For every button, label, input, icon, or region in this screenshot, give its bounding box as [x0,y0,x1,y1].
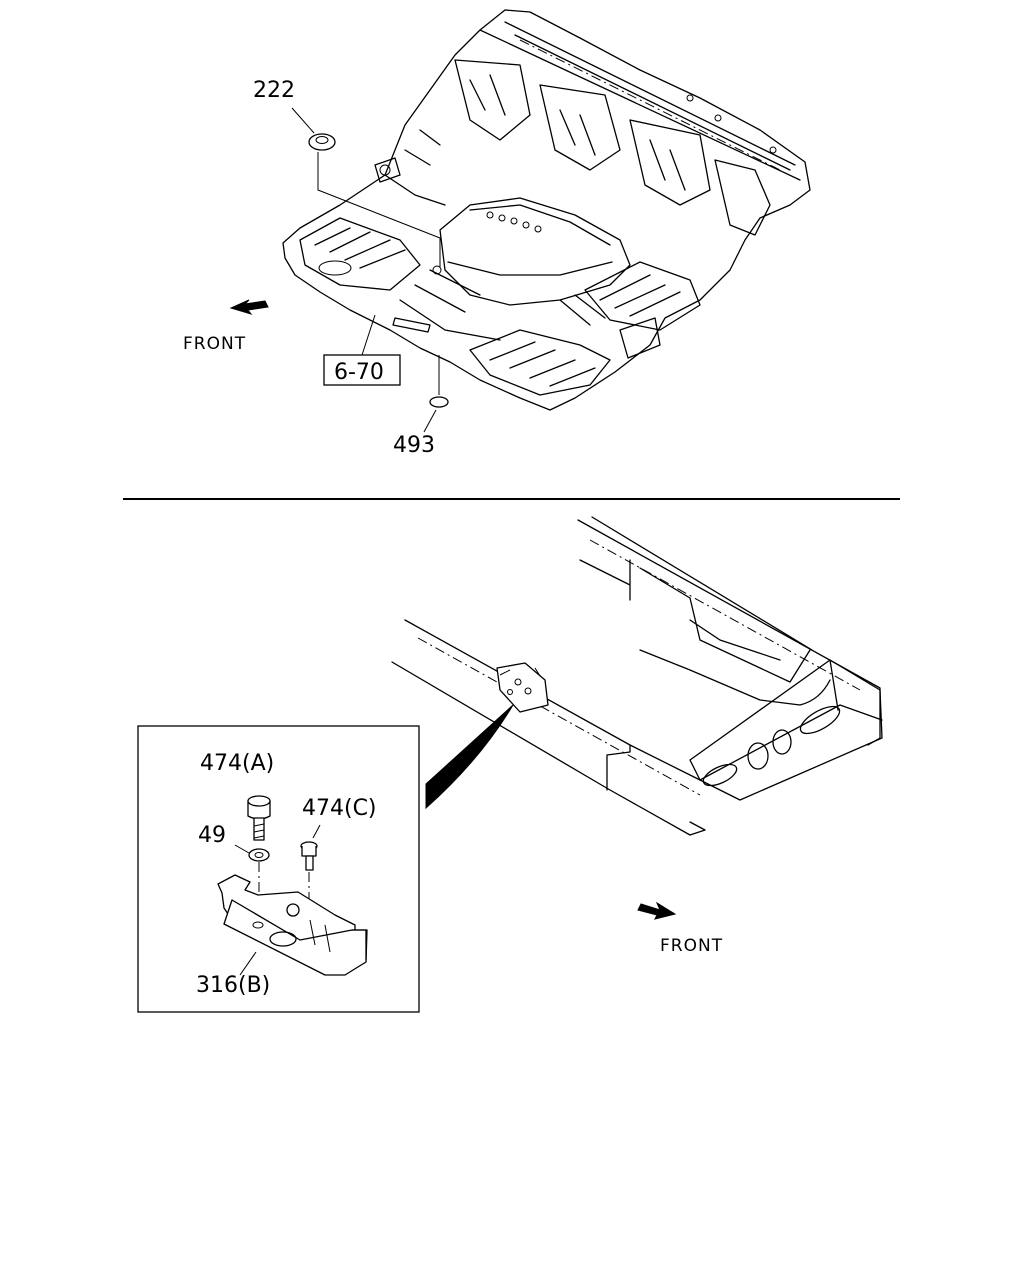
callout-316b: 316(B) [196,973,270,998]
front-arrow-icon-lower [637,901,677,920]
detail-box [137,725,420,1013]
callout-49: 49 [198,823,226,848]
callout-474a: 474(A) [200,751,274,776]
grommet-222 [291,107,441,268]
plug-493 [423,355,449,433]
front-label-lower: FRONT [660,936,723,956]
front-label-upper: FRONT [183,334,246,354]
callout-6-70-box [323,314,401,386]
detail-pointer [425,704,514,810]
frame-rail-drawing [391,516,883,836]
callout-493: 493 [393,433,435,458]
callout-6-70: 6-70 [334,360,384,385]
front-arrow-icon [229,299,269,315]
callout-474c: 474(C) [302,796,377,821]
floor-panel-drawing [282,9,811,411]
detail-bracket-drawing [217,795,368,976]
callout-222: 222 [253,78,295,103]
